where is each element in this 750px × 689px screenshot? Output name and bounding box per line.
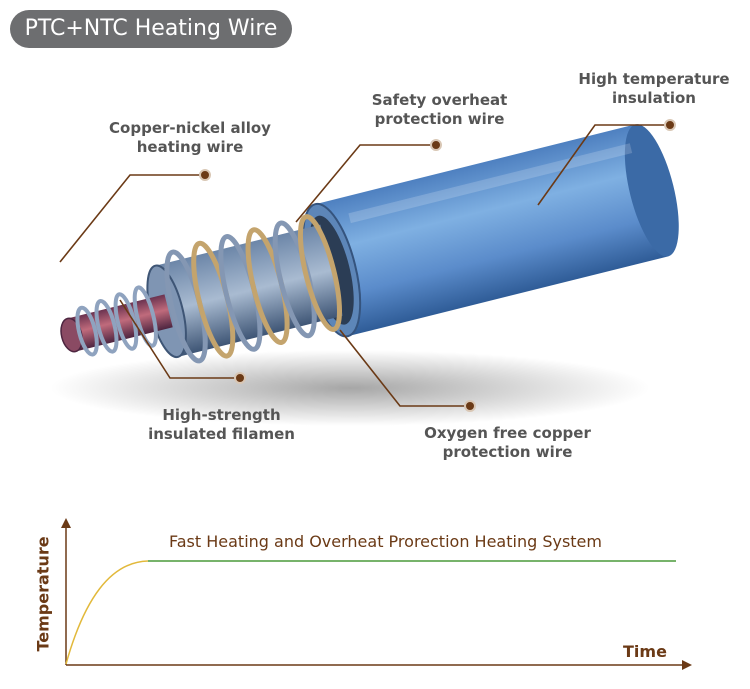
cable bbox=[60, 124, 679, 364]
cable-shadow bbox=[50, 350, 650, 426]
dot-copper-nickel bbox=[199, 169, 211, 181]
y-axis-arrow bbox=[61, 518, 71, 528]
chart bbox=[61, 518, 692, 670]
x-axis-label: Time bbox=[623, 642, 667, 661]
chart-title: Fast Heating and Overheat Prorection Hea… bbox=[169, 532, 602, 551]
protection-coil bbox=[164, 214, 343, 364]
dot-oxygen bbox=[464, 400, 476, 412]
leader-high-temp bbox=[537, 124, 670, 206]
leader-oxygen bbox=[339, 329, 470, 407]
dot-high-temp bbox=[664, 119, 676, 131]
heating-wire-coil bbox=[75, 285, 158, 357]
x-axis-arrow bbox=[682, 660, 692, 670]
leader-copper-nickel bbox=[59, 174, 205, 263]
leader-safety bbox=[295, 144, 436, 223]
jacket-end-cap bbox=[624, 124, 679, 257]
outer-jacket bbox=[315, 124, 669, 337]
y-axis-label: Temperature bbox=[33, 536, 53, 652]
leader-dots bbox=[199, 119, 676, 412]
leader-lines bbox=[59, 124, 670, 407]
dot-safety bbox=[430, 139, 442, 151]
dot-filament bbox=[234, 372, 246, 384]
heating-curve bbox=[65, 560, 149, 665]
page-title: PTC+NTC Heating Wire bbox=[10, 10, 292, 48]
leader-filament bbox=[119, 299, 240, 379]
